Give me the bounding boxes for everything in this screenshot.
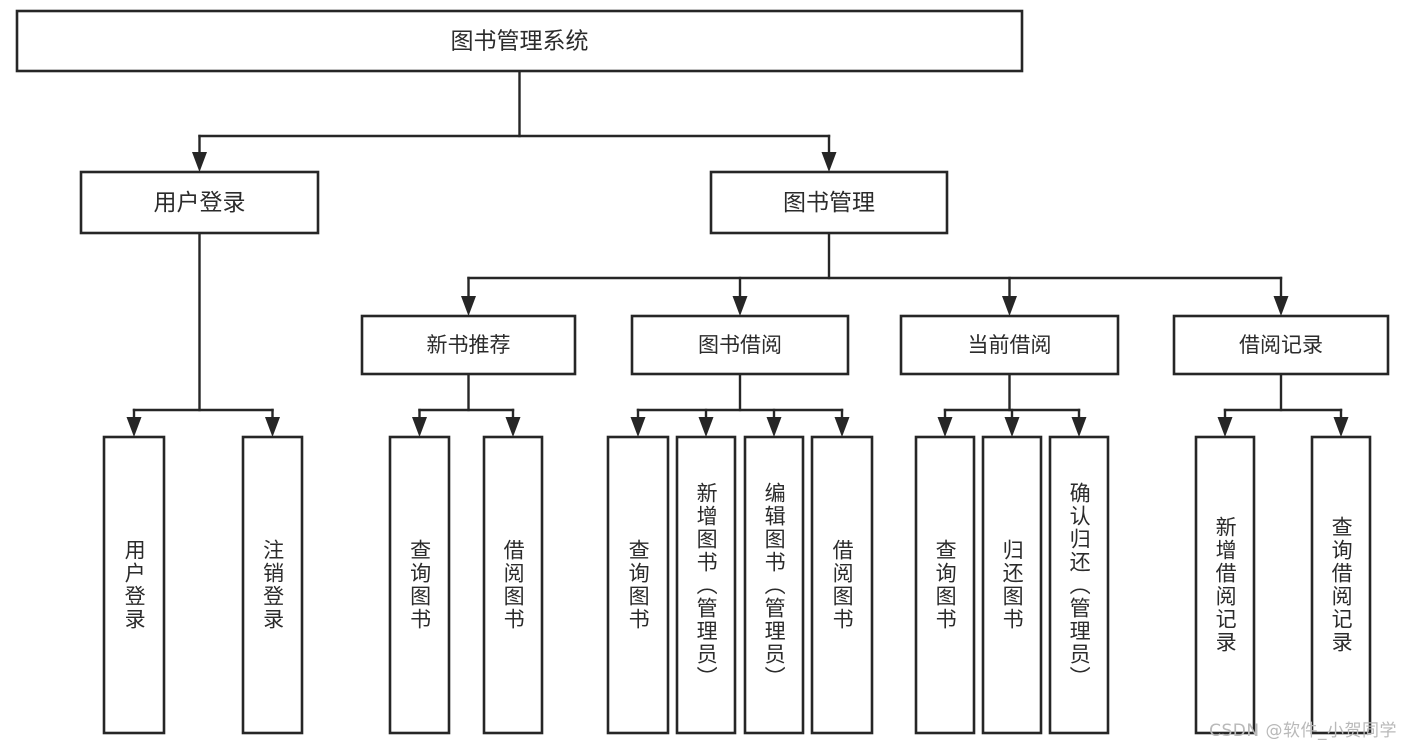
arrow-to-current-borrow: [1002, 296, 1017, 316]
arrow-to-leaf-confirm-return: [1071, 417, 1087, 437]
leaf-leaf-borrow-book-box[interactable]: [810, 435, 874, 735]
leaf-leaf-logout-box[interactable]: [241, 435, 304, 735]
leaf-leaf-add-record-box[interactable]: [1194, 435, 1256, 735]
node-new-book-rec-label: 新书推荐: [427, 333, 511, 357]
arrow-to-leaf-logout: [265, 417, 280, 437]
node-box-layer: [15, 9, 1390, 735]
node-book-manage-label: 图书管理: [783, 190, 875, 216]
node-borrow-record-box[interactable]: [1172, 314, 1390, 376]
node-root-label: 图书管理系统: [451, 29, 589, 55]
arrow-to-book-manage: [821, 152, 837, 172]
arrow-to-leaf-query-book-borrow: [630, 417, 646, 437]
node-book-borrow-box[interactable]: [630, 314, 850, 376]
leaf-leaf-add-book-box[interactable]: [675, 435, 737, 735]
arrow-to-leaf-query-book-rec: [412, 417, 427, 437]
leaf-leaf-return-book-box[interactable]: [981, 435, 1043, 735]
arrow-to-leaf-edit-book: [766, 417, 782, 437]
arrow-to-leaf-return-book: [1004, 417, 1020, 437]
leaf-leaf-confirm-return-box[interactable]: [1048, 435, 1110, 735]
leaf-leaf-user-login-box[interactable]: [102, 435, 166, 735]
connector-layer: [126, 69, 1349, 437]
leaf-leaf-query-book-borrow-box[interactable]: [606, 435, 670, 735]
arrow-to-leaf-add-record: [1217, 417, 1233, 437]
arrow-to-new-book-rec: [461, 296, 476, 316]
leaf-leaf-query-record-box[interactable]: [1310, 435, 1372, 735]
arrow-to-leaf-add-book: [698, 417, 714, 437]
leaf-leaf-edit-book-box[interactable]: [743, 435, 805, 735]
node-user-login-box[interactable]: [79, 170, 320, 235]
arrow-to-leaf-borrow-book-rec: [505, 417, 521, 437]
watermark-text: CSDN @软件_小贺同学: [1209, 721, 1397, 741]
node-book-borrow-label: 图书借阅: [698, 333, 782, 357]
arrow-to-leaf-borrow-book: [834, 417, 850, 437]
arrow-to-leaf-query-book-cur: [937, 417, 953, 437]
arrow-to-leaf-query-record: [1333, 417, 1349, 437]
leaf-leaf-query-book-cur-box[interactable]: [914, 435, 976, 735]
arrow-to-borrow-record: [1273, 296, 1289, 316]
node-new-book-rec-box[interactable]: [360, 314, 577, 376]
arrow-to-user-login: [192, 152, 207, 172]
leaf-leaf-borrow-book-rec-box[interactable]: [482, 435, 544, 735]
arrow-to-book-borrow: [732, 296, 748, 316]
arrow-to-leaf-user-login: [126, 417, 142, 437]
node-borrow-record-label: 借阅记录: [1239, 333, 1323, 357]
node-current-borrow-box[interactable]: [899, 314, 1120, 376]
node-user-login-label: 用户登录: [154, 190, 246, 216]
node-book-manage-box[interactable]: [709, 170, 949, 235]
node-root-box[interactable]: [15, 9, 1024, 73]
leaf-leaf-query-book-rec-box[interactable]: [388, 435, 451, 735]
node-current-borrow-label: 当前借阅: [968, 333, 1052, 357]
